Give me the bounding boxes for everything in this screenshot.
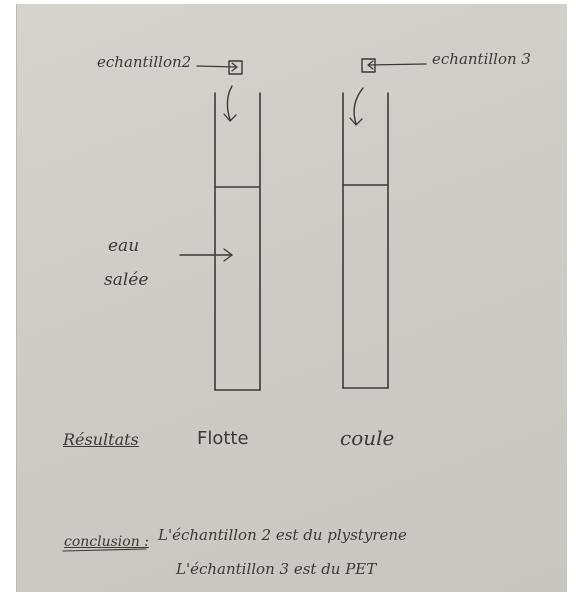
tube-right bbox=[342, 92, 389, 389]
drop-arrow-right bbox=[349, 87, 364, 126]
sample2-square bbox=[196, 60, 243, 75]
result-sinks: coule bbox=[340, 426, 395, 450]
water-pointer-arrow bbox=[179, 248, 233, 262]
tube-left bbox=[214, 92, 261, 391]
label-results: Résultats bbox=[63, 430, 139, 449]
label-sample3: echantillon 3 bbox=[432, 50, 531, 68]
label-water: eau bbox=[108, 236, 140, 256]
drop-arrow-left bbox=[223, 85, 237, 122]
conclusion-line-1: L'échantillon 2 est du plystyrene bbox=[158, 526, 407, 544]
sample3-square bbox=[361, 58, 427, 73]
result-floats: Flotte bbox=[197, 428, 249, 449]
label-salty: salée bbox=[104, 270, 149, 290]
label-sample2: echantillon2 bbox=[97, 53, 192, 71]
conclusion-underline bbox=[62, 548, 147, 552]
paper-background bbox=[16, 4, 567, 592]
label-conclusion: conclusion : bbox=[64, 534, 149, 550]
conclusion-line-2: L'échantillon 3 est du PET bbox=[176, 560, 377, 578]
